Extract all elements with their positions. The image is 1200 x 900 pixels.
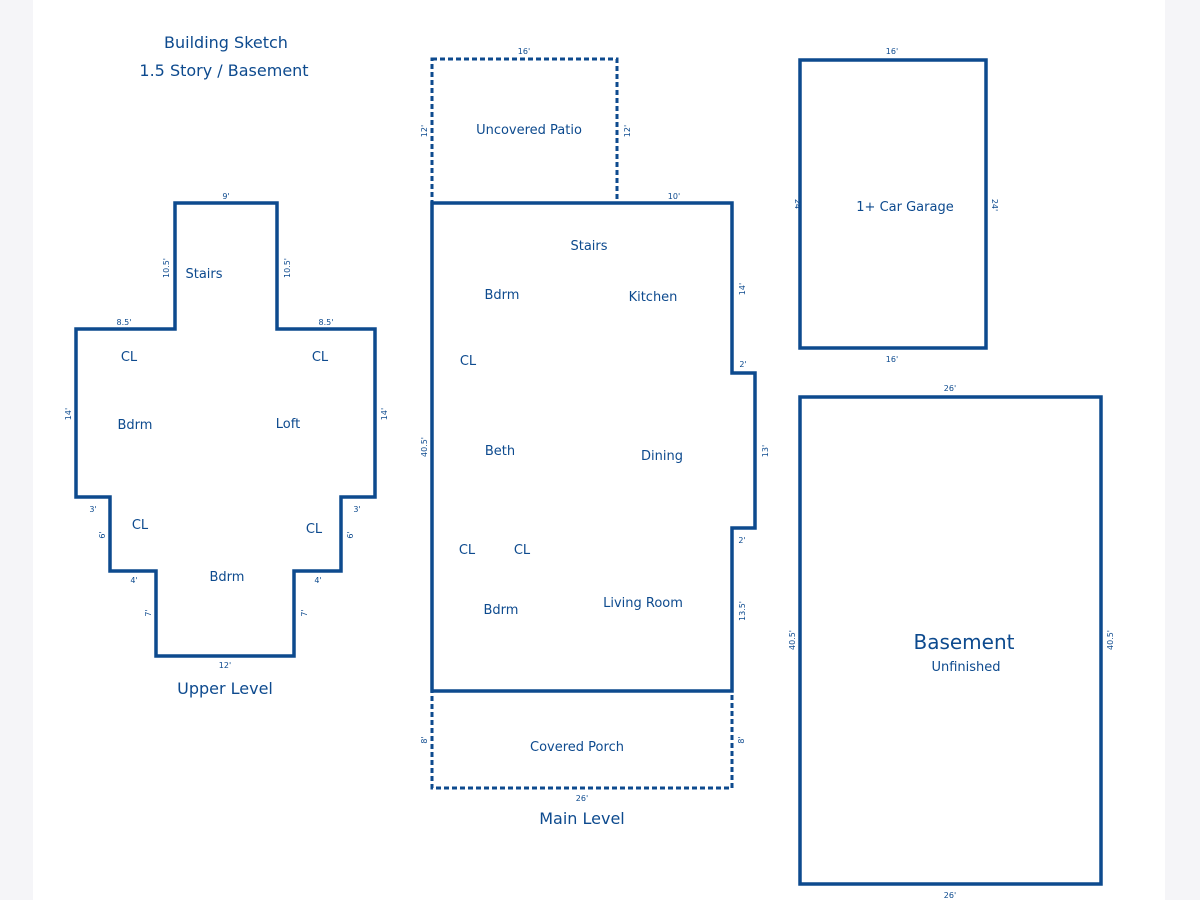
dimension-label: 6' xyxy=(346,531,355,538)
dimension-label: 16' xyxy=(518,47,530,56)
porch-label: Covered Porch xyxy=(530,740,624,755)
room-label: Bdrm xyxy=(485,288,520,303)
room-label: Kitchen xyxy=(629,290,678,305)
basement-outline xyxy=(798,395,1103,886)
dimension-label: 26' xyxy=(576,794,588,803)
main-level-rooms: Stairs Bdrm Kitchen CL Beth Dining CL CL… xyxy=(459,239,683,618)
dimension-label: 4' xyxy=(130,576,137,585)
dimension-label: 13' xyxy=(761,445,770,457)
room-label: Stairs xyxy=(185,267,222,282)
garage-label: 1+ Car Garage xyxy=(856,200,953,215)
dimension-label: 14' xyxy=(738,283,747,295)
dimension-label: 8.5' xyxy=(117,318,132,327)
dimension-label: 26' xyxy=(944,891,956,900)
room-label: Bdrm xyxy=(210,570,245,585)
dimension-label: 16' xyxy=(886,47,898,56)
room-label: Beth xyxy=(485,444,515,459)
dimension-label: 7' xyxy=(144,609,153,616)
dimension-label: 12' xyxy=(420,125,429,137)
upper-level-outline xyxy=(74,201,377,658)
room-label: CL xyxy=(312,350,329,365)
dimension-label: 2' xyxy=(739,360,746,369)
upper-level-dimensions: 9' 10.5' 10.5' 8.5' 8.5' 14' 14' 3' 3' 6… xyxy=(64,192,389,670)
main-level-outline xyxy=(430,201,757,693)
dimension-label: 10.5' xyxy=(162,258,171,278)
room-label: CL xyxy=(459,543,476,558)
dimension-label: 13.5' xyxy=(738,601,747,621)
dimension-label: 3' xyxy=(353,505,360,514)
dimension-label: 40.5' xyxy=(788,630,797,650)
dimension-label: 10.5' xyxy=(283,258,292,278)
dimension-label: 24' xyxy=(990,199,999,211)
covered-porch-outline xyxy=(430,689,734,790)
room-label: CL xyxy=(460,354,477,369)
room-label: Dining xyxy=(641,449,683,464)
upper-level-rooms: Stairs CL CL Bdrm Loft CL CL Bdrm xyxy=(118,267,329,585)
dimension-label: 12' xyxy=(219,661,231,670)
dimension-label: 3' xyxy=(89,505,96,514)
dimension-label: 6' xyxy=(98,531,107,538)
main-level-dimensions: 10' 14' 2' 13' 2' 13.5' 40.5' xyxy=(420,192,770,621)
dimension-label: 8' xyxy=(737,736,746,743)
dimension-label: 14' xyxy=(64,408,73,420)
room-label: CL xyxy=(121,350,138,365)
basement-label: Basement xyxy=(913,630,1014,654)
dimension-label: 9' xyxy=(222,192,229,201)
dimension-label: 40.5' xyxy=(420,437,429,457)
dimension-label: 7' xyxy=(300,609,309,616)
room-label: CL xyxy=(132,518,149,533)
dimension-label: 2' xyxy=(738,536,745,545)
dimension-label: 24' xyxy=(793,199,802,211)
main-level-label: Main Level xyxy=(539,809,625,828)
room-label: Bdrm xyxy=(484,603,519,618)
room-label: CL xyxy=(306,522,323,537)
room-label: Living Room xyxy=(603,596,683,611)
dimension-label: 16' xyxy=(886,355,898,364)
basement-sublabel: Unfinished xyxy=(931,660,1000,675)
room-label: Stairs xyxy=(570,239,607,254)
sketch-title: Building Sketch xyxy=(164,33,288,52)
dimension-label: 26' xyxy=(944,384,956,393)
room-label: CL xyxy=(514,543,531,558)
room-label: Bdrm xyxy=(118,418,153,433)
dimension-label: 14' xyxy=(380,408,389,420)
garage-outline xyxy=(798,58,988,350)
room-label: Loft xyxy=(276,417,300,432)
dimension-label: 10' xyxy=(668,192,680,201)
uncovered-patio-outline xyxy=(430,57,619,205)
patio-label: Uncovered Patio xyxy=(476,123,582,138)
dimension-label: 12' xyxy=(623,125,632,137)
sketch-subtitle: 1.5 Story / Basement xyxy=(139,61,308,80)
upper-level-label: Upper Level xyxy=(177,679,273,698)
dimension-label: 8.5' xyxy=(319,318,334,327)
dimension-label: 8' xyxy=(420,736,429,743)
dimension-label: 4' xyxy=(314,576,321,585)
sketch-sheet xyxy=(33,0,1165,900)
dimension-label: 40.5' xyxy=(1106,630,1115,650)
